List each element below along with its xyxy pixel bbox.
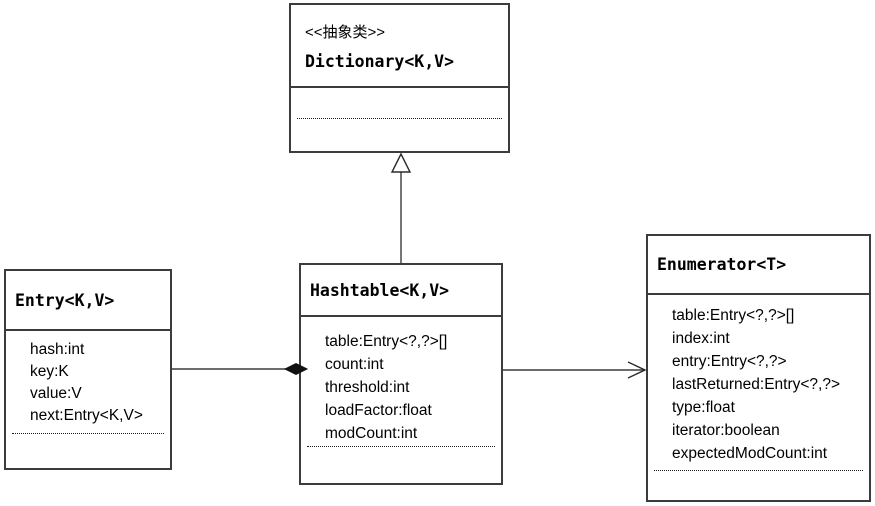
class-name: Enumerator<T>	[657, 255, 787, 274]
attribute: index:int	[672, 330, 730, 347]
attribute: value:V	[30, 385, 82, 402]
attribute: loadFactor:float	[325, 402, 432, 419]
attribute: count:int	[325, 356, 384, 373]
class-entry: Entry<K,V> hash:int key:K value:V next:E…	[4, 269, 172, 470]
attribute: table:Entry<?,?>[]	[672, 307, 795, 324]
attribute: iterator:boolean	[672, 422, 780, 439]
attribute: lastReturned:Entry<?,?>	[672, 376, 841, 393]
attributes-operations-separator	[654, 470, 863, 471]
class-stereotype: <<抽象类>>	[305, 23, 386, 41]
class-name: Dictionary<K,V>	[305, 51, 455, 71]
class-hashtable-header: Hashtable<K,V>	[301, 265, 501, 317]
attributes-operations-separator	[297, 118, 502, 119]
attribute: entry:Entry<?,?>	[672, 353, 787, 370]
class-enumerator: Enumerator<T> table:Entry<?,?>[] index:i…	[646, 234, 871, 502]
class-name: Entry<K,V>	[15, 290, 115, 310]
class-dictionary: <<抽象类>> Dictionary<K,V>	[289, 3, 510, 153]
class-dictionary-header: <<抽象类>> Dictionary<K,V>	[291, 5, 508, 88]
class-name: Hashtable<K,V>	[310, 280, 450, 300]
attribute: next:Entry<K,V>	[30, 407, 143, 424]
attribute: modCount:int	[325, 425, 418, 442]
association-connector	[503, 361, 647, 379]
class-enumerator-attributes-compartment: table:Entry<?,?>[] index:int entry:Entry…	[648, 295, 869, 500]
generalization-connector	[390, 152, 412, 263]
generalization-hollow-triangle-icon	[390, 152, 412, 173]
class-hashtable: Hashtable<K,V> table:Entry<?,?>[] count:…	[299, 263, 503, 485]
attribute: expectedModCount:int	[672, 445, 828, 462]
class-dictionary-attributes-compartment	[291, 88, 508, 151]
attribute: threshold:int	[325, 379, 410, 396]
attributes-operations-separator	[12, 433, 164, 434]
class-entry-attributes-compartment: hash:int key:K value:V next:Entry<K,V>	[6, 331, 170, 468]
attribute: key:K	[30, 363, 69, 380]
composition-connector	[172, 362, 309, 376]
attribute: table:Entry<?,?>[]	[325, 333, 448, 350]
association-open-arrowhead-icon	[627, 361, 647, 379]
attribute: type:float	[672, 399, 735, 416]
attribute: hash:int	[30, 341, 85, 358]
class-enumerator-header: Enumerator<T>	[648, 236, 869, 295]
attributes-operations-separator	[307, 446, 495, 447]
class-hashtable-attributes-compartment: table:Entry<?,?>[] count:int threshold:i…	[301, 317, 501, 483]
class-entry-header: Entry<K,V>	[6, 271, 170, 331]
